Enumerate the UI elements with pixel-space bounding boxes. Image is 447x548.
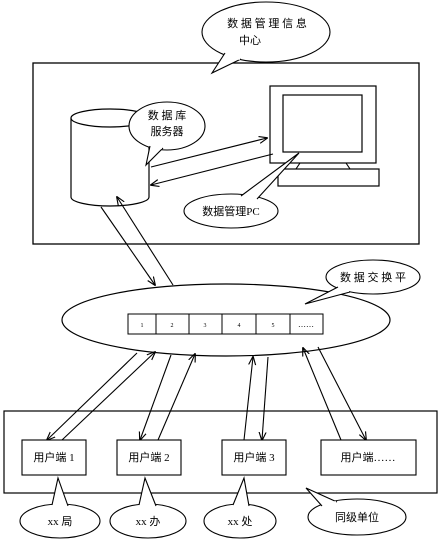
pc-callout: 数据管理PC bbox=[183, 152, 300, 229]
client-1-callout: xx 局 bbox=[19, 476, 101, 539]
exchange-slot-more: …… bbox=[298, 320, 314, 329]
client1-down-arrow bbox=[47, 352, 138, 440]
client-2-callout-label: xx 办 bbox=[136, 515, 161, 528]
exchange-slot-5: 5 bbox=[272, 323, 275, 329]
client2-down-arrow bbox=[140, 354, 172, 440]
client4-up-arrow bbox=[303, 348, 342, 441]
client2-up-arrow bbox=[157, 354, 195, 441]
db-to-exchange-arrow bbox=[100, 206, 155, 285]
exchange-slot-4: 4 bbox=[238, 323, 241, 329]
client1-up-arrow bbox=[61, 352, 155, 441]
client3-down-arrow bbox=[262, 356, 269, 440]
exchange-to-db-arrow bbox=[117, 197, 174, 286]
peer-callout-label: 同级单位 bbox=[335, 510, 379, 524]
exchange-slot-3: 3 bbox=[204, 323, 207, 329]
peer-callout: 同级单位 bbox=[305, 487, 407, 536]
client-2-callout: xx 办 bbox=[109, 476, 187, 539]
client-2: 用户端 2 bbox=[116, 439, 182, 476]
pc-screen bbox=[282, 94, 363, 153]
pc-keyboard bbox=[277, 168, 380, 187]
db-callout-line1: 数 据 库 bbox=[148, 108, 187, 122]
db-callout-line2: 服务器 bbox=[151, 125, 184, 138]
client-1-label: 用户端 1 bbox=[33, 450, 74, 464]
exchange-slot-bar: 1 2 3 4 5 …… bbox=[127, 313, 324, 335]
client-more: 用户端…… bbox=[320, 439, 417, 476]
exchange-callout-label: 数 据 交 换 平 bbox=[340, 270, 406, 284]
client-3-callout: xx 处 bbox=[203, 476, 277, 539]
pc-stand bbox=[294, 162, 352, 170]
client-1-callout-label: xx 局 bbox=[48, 515, 73, 528]
client-area-box bbox=[3, 410, 438, 494]
center-callout-line2: 中心 bbox=[239, 34, 261, 47]
center-callout-line1: 数 据 管 理 信 息 bbox=[227, 16, 307, 30]
db-to-pc-arrow bbox=[150, 138, 267, 168]
client-3: 用户端 3 bbox=[221, 439, 287, 476]
exchange-slot-1: 1 bbox=[141, 323, 144, 329]
exchange-callout: 数 据 交 换 平 bbox=[304, 259, 421, 305]
pc-computer bbox=[269, 85, 380, 187]
client-1: 用户端 1 bbox=[21, 439, 87, 476]
center-callout: 数 据 管 理 信 息 中心 bbox=[201, 1, 331, 75]
db-callout: 数 据 库 服务器 bbox=[128, 101, 206, 167]
pc-callout-label: 数据管理PC bbox=[202, 204, 259, 218]
client-3-label: 用户端 3 bbox=[233, 450, 275, 464]
exchange-slot-2: 2 bbox=[171, 323, 174, 329]
client3-up-arrow bbox=[243, 357, 253, 441]
client-more-label: 用户端…… bbox=[341, 450, 396, 464]
pc-to-db-arrow bbox=[151, 153, 274, 185]
client-3-callout-label: xx 处 bbox=[228, 515, 253, 528]
client-2-label: 用户端 2 bbox=[128, 450, 169, 464]
client4-down-arrow bbox=[317, 346, 366, 440]
